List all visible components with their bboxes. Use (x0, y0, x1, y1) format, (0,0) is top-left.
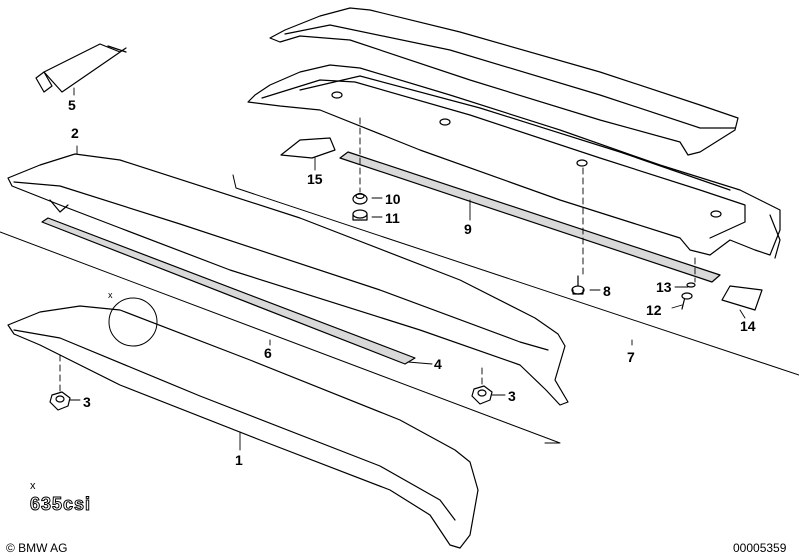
callout-13: 13 (656, 279, 672, 295)
tube-5 (35, 43, 127, 93)
callout-8: 8 (603, 283, 611, 299)
bolt-8 (571, 275, 585, 295)
callout-9: 9 (464, 221, 472, 237)
seal-strip-6 (41, 217, 416, 365)
callout-10: 10 (385, 191, 401, 207)
rear-spoiler-upper (269, 7, 739, 156)
seal-strip-9 (339, 151, 721, 283)
detail-circle (108, 297, 158, 347)
callout-4: 4 (434, 356, 442, 372)
pad-14 (721, 285, 763, 311)
callout-3a: 3 (83, 394, 91, 410)
spoiler-2 (7, 153, 569, 406)
callout-11: 11 (385, 210, 400, 226)
pad-15 (280, 137, 336, 159)
nut-10 (352, 192, 368, 205)
center-lines (59, 117, 696, 393)
callout-3b: 3 (508, 388, 516, 404)
nut-11 (352, 209, 368, 221)
screw-12 (681, 292, 693, 310)
rear-spoiler-base (247, 64, 781, 259)
nut-3a (49, 391, 71, 411)
model-emblem: 635csi (29, 494, 92, 515)
copyright-text: © BMW AG (6, 541, 68, 555)
callout-7: 7 (627, 349, 635, 365)
callout-1: 1 (235, 452, 243, 468)
badge-mark: x (30, 480, 36, 492)
spoiler-1 (7, 305, 479, 549)
callout-12: 12 (646, 302, 662, 318)
leader-lines (69, 87, 746, 451)
callout-14: 14 (740, 318, 756, 334)
callout-6: 6 (264, 345, 272, 361)
callout-15: 15 (307, 171, 323, 187)
section-lines (0, 174, 799, 444)
reference-number: 00005359 (733, 541, 787, 555)
callout-2: 2 (71, 125, 79, 141)
nut-3b (471, 385, 493, 405)
detail-mark: x (108, 290, 113, 300)
washer-13 (686, 282, 696, 288)
callout-5: 5 (68, 97, 76, 113)
